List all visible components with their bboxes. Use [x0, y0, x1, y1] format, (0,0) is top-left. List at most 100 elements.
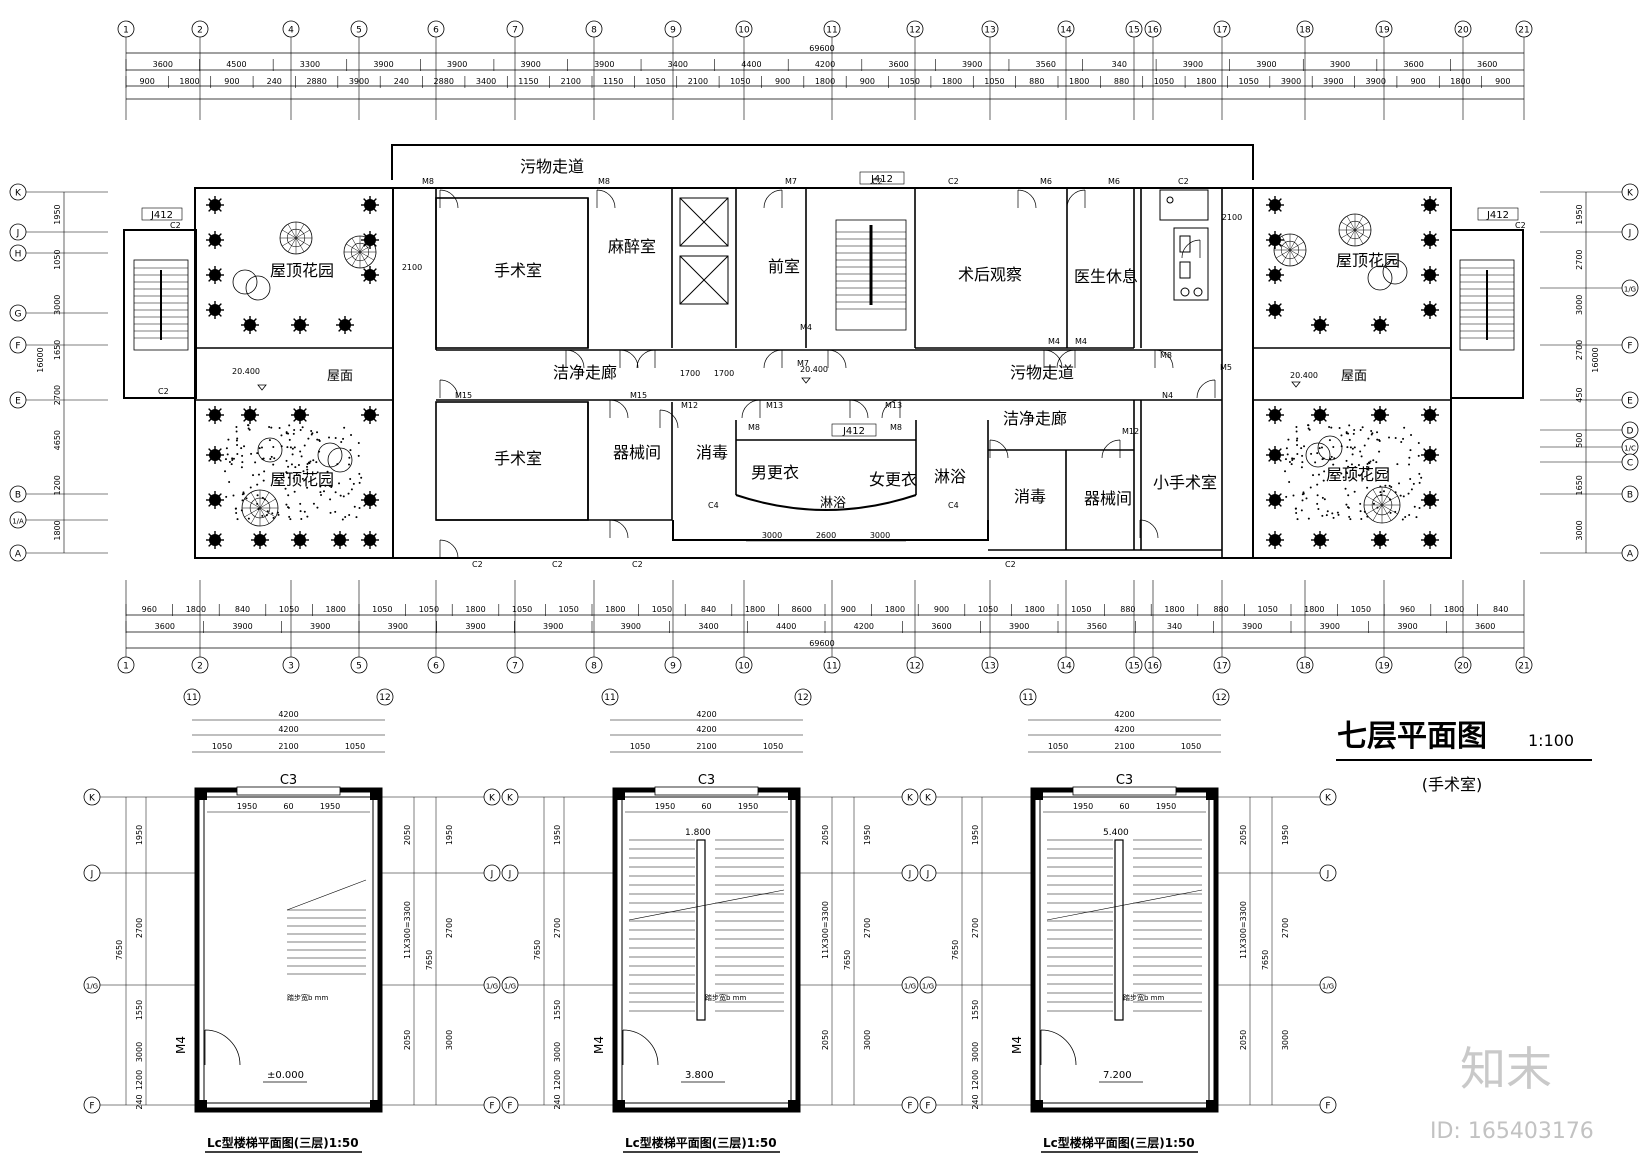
stair-right-dim: 11X300=3300 [821, 901, 830, 959]
shrub-symbol [1266, 301, 1284, 319]
top-dim-row3-value: 900 [860, 77, 875, 86]
shrub-symbol [361, 406, 379, 424]
shrub-symbol [1311, 316, 1329, 334]
axis-label: 13 [984, 26, 995, 36]
stair-side-axis-label: F [925, 1102, 930, 1112]
stair-window [236, 786, 341, 796]
stair-left-dim: 1550 [135, 1000, 144, 1020]
shrub-symbol [291, 531, 309, 549]
top-dim-row1-value: 3900 [962, 60, 982, 69]
top-dim-row1-value: 3900 [447, 60, 467, 69]
axis-label: 9 [670, 26, 676, 36]
row-axis-bubble [1621, 336, 1639, 354]
stair-right-dim: 2050 [1239, 825, 1248, 845]
stair-side-axis-label: 1/G [504, 983, 516, 991]
shrub-symbol [331, 531, 349, 549]
bottom-dim-row1-value: 1050 [1351, 605, 1371, 614]
stair-side-axis-label: K [489, 794, 496, 804]
stair-side-axis-label: K [89, 794, 96, 804]
bottom-dim-row1-value: 880 [1120, 605, 1135, 614]
axis-bubble [981, 20, 999, 38]
stair-inner-dim: 1950 [1156, 802, 1176, 811]
stair-left-total: 7650 [533, 940, 542, 960]
stair-left-dim: 2700 [135, 918, 144, 938]
axis-label: 2 [197, 26, 203, 36]
shrub-symbol [291, 316, 309, 334]
stair-axis-bubble [794, 688, 812, 706]
axis-bubble [427, 20, 445, 38]
stair-axis-label: 12 [379, 693, 390, 703]
door-swing [1154, 349, 1174, 369]
top-dim-row1-value: 3600 [888, 60, 908, 69]
row-axis-bubble [9, 183, 27, 201]
stair-side-axis-label: F [507, 1102, 512, 1112]
door-swing [849, 399, 869, 419]
door-tag: M5 [1220, 363, 1232, 372]
vertical-dim-value: 1200 [53, 475, 62, 495]
stair-note: 踏步宽b mm [1123, 993, 1164, 1002]
stair-window-tag: C3 [698, 773, 715, 788]
shrub-symbol [1421, 196, 1439, 214]
stair-dim-value: 1050 [763, 742, 783, 751]
axis-label: 14 [1060, 26, 1072, 36]
shrub-symbol [361, 531, 379, 549]
shrub-symbol [206, 406, 224, 424]
bottom-dim-row1-value: 840 [1493, 605, 1508, 614]
vertical-dim-value: 1650 [53, 340, 62, 360]
shrub-symbol [1266, 491, 1284, 509]
lawn-dots [224, 424, 363, 521]
row-axis-label: A [15, 550, 22, 560]
axis-bubble [1375, 656, 1393, 674]
door-tag: M8 [422, 177, 434, 186]
total-length-bottom: 69600 [809, 639, 834, 648]
top-dim-row1-value: 3900 [1330, 60, 1350, 69]
stair-dim-value: 4200 [1114, 725, 1134, 734]
row-axis-label: B [15, 491, 21, 501]
shrub-symbol [206, 446, 224, 464]
axis-label: 7 [512, 26, 518, 36]
bottom-dim-row2-value: 3900 [1009, 622, 1029, 631]
bottom-dim-row1-value: 1800 [1304, 605, 1324, 614]
top-dim-row1-value: 4500 [226, 60, 246, 69]
stair-side-axis-label: F [489, 1102, 494, 1112]
row-axis-label: 1/G [1624, 286, 1636, 294]
shrub-symbol [1311, 531, 1329, 549]
bottom-dim-row2-value: 3400 [698, 622, 718, 631]
label-dirty-corridor-mid: 污物走道 [1010, 363, 1074, 382]
top-dim-row3-value: 900 [140, 77, 155, 86]
top-dim-row3-value: 1050 [984, 77, 1004, 86]
bottom-dim-row1-value: 1800 [745, 605, 765, 614]
label-roof-garden-bl: 屋顶花园 [270, 470, 334, 489]
door-swing [1066, 189, 1086, 209]
row-axis-label: B [1627, 491, 1633, 501]
elevation-center: 20.400 [800, 365, 828, 374]
bottom-dim-row1-value: 1800 [326, 605, 346, 614]
top-dim-row3-value: 1050 [900, 77, 920, 86]
bottom-dim-row2-value: 340 [1167, 622, 1182, 631]
bottom-dim-row2-value: 3600 [931, 622, 951, 631]
row-axis-label: D [1627, 427, 1634, 437]
door-swing [1181, 239, 1201, 259]
top-dim-row1-value: 3900 [373, 60, 393, 69]
door-tag: N4 [1162, 391, 1173, 400]
ring-planter [1317, 435, 1343, 461]
top-dim-row1-value: 340 [1112, 60, 1127, 69]
axis-bubble [664, 656, 682, 674]
elevation-right: 20.400 [1290, 371, 1318, 380]
stair-door-tag: M4 [174, 1036, 188, 1054]
axis-label: 4 [288, 26, 294, 36]
bottom-dim-row1-value: 1800 [1164, 605, 1184, 614]
door-tag: M8 [890, 423, 902, 432]
top-dim-row3-value: 1800 [1069, 77, 1089, 86]
label-doctor-rest: 医生休息 [1074, 267, 1138, 286]
vertical-dim-value: 4650 [53, 430, 62, 450]
ring-planter [317, 442, 343, 468]
door-swing [439, 189, 459, 209]
row-axis-label: A [1627, 550, 1634, 560]
stair-dim-value: 4200 [696, 725, 716, 734]
label-shower-2: 淋浴 [934, 467, 966, 486]
top-dim-row1-value: 3900 [594, 60, 614, 69]
axis-bubble [823, 20, 841, 38]
